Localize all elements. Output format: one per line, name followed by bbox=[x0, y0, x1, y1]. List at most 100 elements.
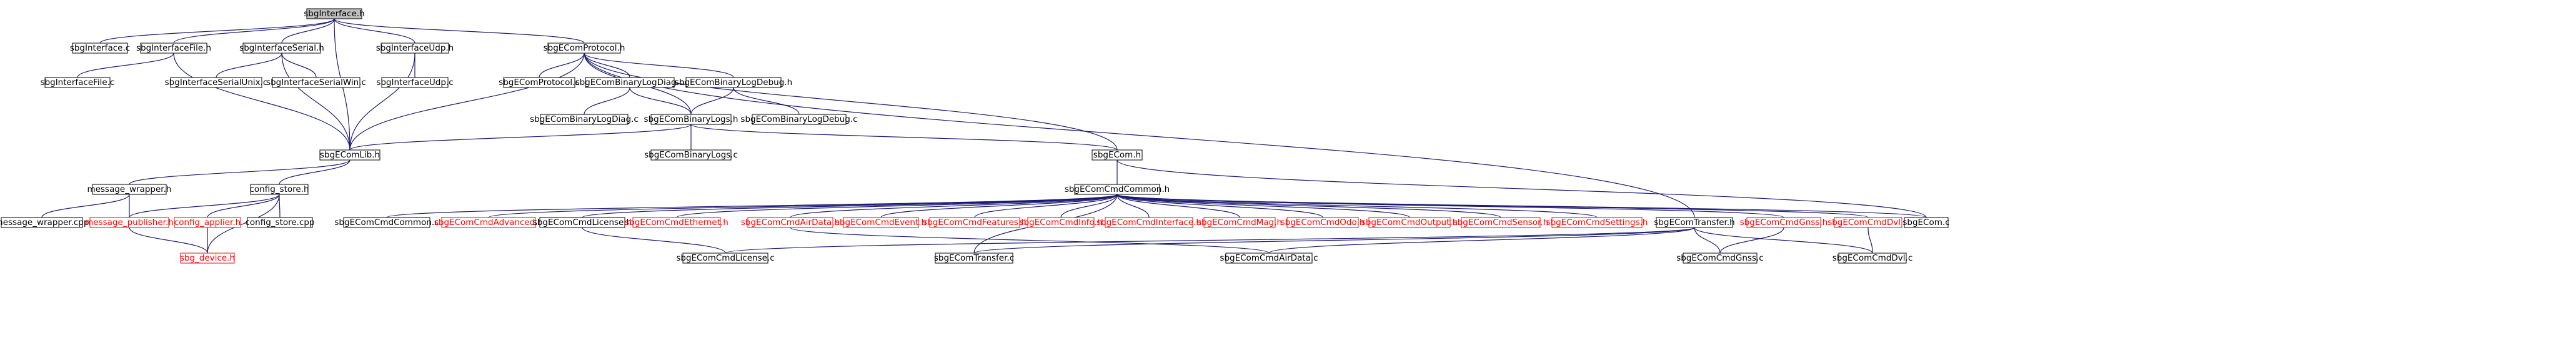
node-box bbox=[247, 217, 313, 228]
include-edge bbox=[1114, 188, 1927, 218]
node-label: config_store.cpp bbox=[245, 218, 314, 228]
include-edge bbox=[676, 188, 1120, 218]
node-message-wrapper-h[interactable]: message_wrapper.h bbox=[87, 184, 172, 195]
node-sbginterfacefile-h[interactable]: sbgInterfaceFile.h bbox=[136, 42, 211, 54]
node-label: sbgECom.h bbox=[1093, 150, 1141, 160]
node-sbgecombinarylogdebug-h[interactable]: sbgEComBinaryLogDebug.h bbox=[675, 77, 792, 88]
node-box bbox=[539, 217, 625, 228]
node-box bbox=[1027, 217, 1095, 228]
include-edge bbox=[579, 221, 726, 254]
node-sbgecomprotocol-c[interactable]: sbgEComProtocol.c bbox=[499, 77, 580, 88]
node-sbginterfaceudp-h[interactable]: sbgInterfaceUdp.h bbox=[376, 42, 454, 54]
node-message-wrapper-cpp[interactable]: message_wrapper.cpp bbox=[0, 217, 89, 228]
node-sbgecombinarylogs-c[interactable]: sbgEComBinaryLogs.c bbox=[644, 149, 738, 161]
node-config-applier-h[interactable]: config_applier.h bbox=[174, 217, 241, 228]
node-sbgecomlib-h[interactable]: sbgEComLib.h bbox=[319, 149, 380, 161]
node-sbgecomprotocol-h[interactable]: sbgEComProtocol.h bbox=[544, 42, 625, 54]
node-sbginterface-c[interactable]: sbgInterface.c bbox=[70, 42, 130, 54]
node-label: sbgEComCmdOutput.h bbox=[1361, 218, 1458, 228]
include-edge bbox=[1060, 188, 1120, 218]
node-sbgecomcmdadvanced-h[interactable]: sbgEComCmdAdvanced.h bbox=[434, 217, 543, 228]
include-edge bbox=[1114, 188, 1598, 218]
node-sbg-device-h[interactable]: sbg_device.h bbox=[180, 252, 235, 264]
node-sbgecombinarylogdebug-c[interactable]: sbgEComBinaryLogDebug.c bbox=[740, 114, 858, 125]
include-edge bbox=[331, 12, 585, 44]
node-sbgecomcmdairdata-h[interactable]: sbgEComCmdAirData.h bbox=[741, 217, 840, 228]
node-sbgecomcmdoutput-h[interactable]: sbgEComCmdOutput.h bbox=[1361, 217, 1458, 228]
node-sbgecomcmddvl-c[interactable]: sbgEComCmdDvl.c bbox=[1833, 252, 1913, 264]
node-sbgecomcmdsettings-h[interactable]: sbgEComCmdSettings.h bbox=[1546, 217, 1648, 228]
node-box bbox=[650, 114, 732, 125]
node-label: sbgInterface.h bbox=[304, 9, 364, 19]
node-sbgecomcmdgnss-c[interactable]: sbgEComCmdGnss.c bbox=[1676, 252, 1764, 264]
node-sbgecombinarylogdiag-c[interactable]: sbgEComBinaryLogDiag.c bbox=[530, 114, 639, 125]
node-sbgecomcmdcommon-h[interactable]: sbgEComCmdCommon.h bbox=[1065, 184, 1170, 195]
node-config-store-h[interactable]: config_store.h bbox=[249, 184, 309, 195]
node-sbginterfacefile-c[interactable]: sbgInterfaceFile.c bbox=[41, 77, 115, 88]
node-sbgecomcmdfeatures-h[interactable]: sbgEComCmdFeatures.h bbox=[923, 217, 1027, 228]
node-label: sbg_device.h bbox=[180, 253, 235, 263]
node-box bbox=[1461, 217, 1541, 228]
node-label: sbgInterfaceFile.c bbox=[41, 78, 115, 88]
edge-layer bbox=[41, 12, 1927, 254]
node-sbgecombinarylogdiag-h[interactable]: sbgEComBinaryLogDiag.h bbox=[575, 77, 685, 88]
include-edge bbox=[216, 47, 285, 78]
include-edge bbox=[279, 154, 353, 185]
node-config-store-cpp[interactable]: config_store.cpp bbox=[245, 217, 315, 228]
node-sbgecomcmdinterface-h[interactable]: sbgEComCmdInterface.h bbox=[1097, 217, 1201, 228]
node-box bbox=[250, 184, 309, 195]
node-sbgecomcmdethernet-h[interactable]: sbgEComCmdEthernet.h bbox=[625, 217, 729, 228]
node-label: sbgEComCmdCommon.h bbox=[1065, 184, 1170, 194]
node-sbgecomcmddvl-h[interactable]: sbgEComCmdDvl.h bbox=[1828, 217, 1909, 228]
include-edge bbox=[349, 118, 694, 151]
node-sbgecomcmdodo-h[interactable]: sbgEComCmdOdo.h bbox=[1281, 217, 1365, 228]
node-sbginterfaceserial-h[interactable]: sbgInterfaceSerial.h bbox=[239, 42, 324, 54]
node-box bbox=[540, 114, 629, 125]
node-sbgecombinarylogs-h[interactable]: sbgEComBinaryLogs.h bbox=[644, 114, 738, 125]
node-sbgecomcmdinfo-h[interactable]: sbgEComCmdInfo.h bbox=[1020, 217, 1103, 228]
node-message-publisher-h[interactable]: message_publisher.h bbox=[85, 217, 174, 228]
node-sbgecomcmdairdata-c[interactable]: sbgEComCmdAirData.c bbox=[1220, 252, 1318, 264]
node-label: sbgEComTransfer.h bbox=[1654, 218, 1734, 228]
node-label: sbgEComCmdSensor.h bbox=[1453, 218, 1549, 228]
node-box bbox=[752, 114, 847, 125]
node-box bbox=[585, 77, 675, 88]
node-box bbox=[343, 217, 430, 228]
node-label: sbgEComBinaryLogs.h bbox=[644, 114, 738, 124]
node-sbginterfaceudp-c[interactable]: sbgInterfaceUdp.c bbox=[376, 77, 454, 88]
node-sbgecomtransfer-c[interactable]: sbgEComTransfer.c bbox=[934, 252, 1014, 264]
node-sbgecomcmdlicense-c[interactable]: sbgEComCmdLicense.c bbox=[676, 252, 775, 264]
include-edge bbox=[725, 221, 1698, 254]
node-label: sbgEComLib.h bbox=[320, 150, 380, 160]
node-label: sbgEComCmdDvl.h bbox=[1828, 218, 1909, 228]
node-sbginterfaceserialunix-c[interactable]: sbgInterfaceSerialUnix.c bbox=[165, 77, 268, 88]
node-label: sbgEComCmdEvent.h bbox=[835, 218, 927, 228]
include-edge bbox=[1691, 221, 1873, 254]
node-sbgecom-c[interactable]: sbgECom.c bbox=[1902, 217, 1950, 228]
node-box bbox=[174, 217, 241, 228]
node-sbgecomcmdcommon-c[interactable]: sbgEComCmdCommon.c bbox=[334, 217, 439, 228]
node-sbgecomcmdevent-h[interactable]: sbgEComCmdEvent.h bbox=[835, 217, 927, 228]
node-sbgecomtransfer-h[interactable]: sbgEComTransfer.h bbox=[1654, 217, 1735, 228]
node-box bbox=[503, 77, 575, 88]
node-sbgecomcmdsensor-h[interactable]: sbgEComCmdSensor.h bbox=[1453, 217, 1549, 228]
node-sbgecom-h[interactable]: sbgECom.h bbox=[1092, 149, 1143, 161]
node-label: sbgEComCmdInterface.h bbox=[1097, 218, 1201, 228]
node-label: sbgEComCmdDvl.c bbox=[1833, 253, 1913, 263]
node-sbgecomcmdlicense-h[interactable]: sbgEComCmdLicense.h bbox=[533, 217, 632, 228]
node-label: sbgEComCmdAirData.h bbox=[741, 218, 840, 228]
node-box bbox=[935, 252, 1013, 264]
node-label: sbgEComCmdLicense.c bbox=[676, 253, 774, 263]
node-box bbox=[1286, 217, 1359, 228]
node-box bbox=[547, 42, 621, 54]
node-box bbox=[272, 77, 361, 88]
node-sbgecomcmdmag-h[interactable]: sbgEComCmdMag.h bbox=[1197, 217, 1282, 228]
node-box bbox=[1683, 252, 1758, 264]
include-edge bbox=[974, 188, 1120, 218]
node-sbgecomcmdgnss-h[interactable]: sbgEComCmdGnss.h bbox=[1740, 217, 1828, 228]
node-label: sbgEComProtocol.c bbox=[499, 78, 580, 88]
node-sbginterfaceserialwin-c[interactable]: sbgInterfaceSerialWin.c bbox=[266, 77, 366, 88]
node-label: sbgEComBinaryLogDebug.h bbox=[675, 78, 792, 88]
include-edge bbox=[349, 47, 587, 151]
